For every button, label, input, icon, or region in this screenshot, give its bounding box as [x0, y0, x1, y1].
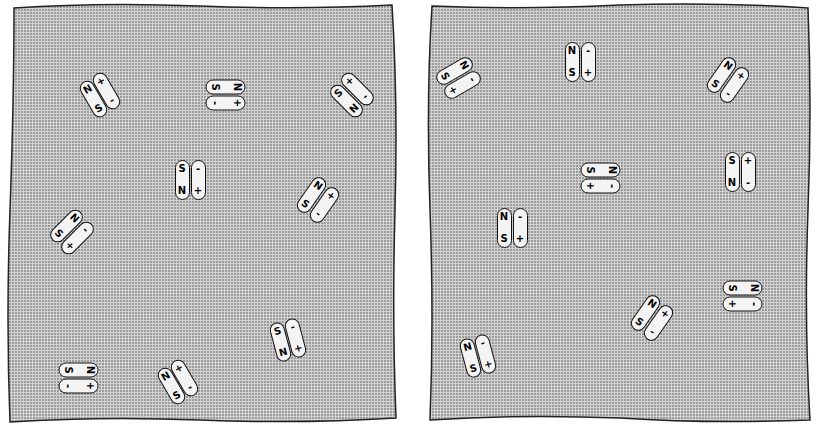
pole-symbol: -: [108, 94, 118, 106]
left-field: [8, 4, 396, 422]
pole-symbol: N: [178, 185, 186, 197]
pole-symbol: N: [83, 366, 95, 374]
pole-symbol: +: [744, 155, 752, 167]
pole-symbol: S: [500, 233, 507, 245]
pole-symbol: S: [583, 166, 595, 173]
dipole-pill: SN: [725, 152, 740, 192]
pole-symbol: N: [230, 83, 242, 91]
pole-symbol: S: [208, 83, 220, 90]
pole-symbol: S: [272, 325, 282, 338]
dipole-pill: NS: [497, 208, 512, 248]
dipole-pill: +-: [741, 152, 756, 192]
pole-symbol: +: [584, 67, 592, 79]
dipole-pill: -+: [581, 42, 596, 82]
pole-symbol: N: [81, 82, 94, 97]
dipole-pill: -+: [513, 208, 528, 248]
pole-symbol: +: [658, 306, 672, 321]
pole-symbol: -: [647, 325, 657, 337]
pole-symbol: S: [332, 86, 346, 100]
pole-symbol: N: [456, 59, 471, 72]
pole-symbol: -: [586, 45, 590, 57]
pole-symbol: +: [343, 74, 357, 88]
pole-symbol: S: [468, 362, 478, 375]
pole-symbol: S: [178, 163, 185, 175]
pole-symbol: S: [728, 155, 735, 167]
pole-symbol: N: [605, 166, 617, 174]
pole-symbol: N: [278, 346, 289, 360]
pole-symbol: N: [500, 211, 508, 223]
pole-symbol: -: [518, 211, 522, 223]
pole-symbol: +: [230, 99, 242, 107]
pole-symbol: -: [80, 224, 91, 235]
pole-symbol: S: [170, 389, 182, 403]
pole-symbol: N: [462, 341, 473, 355]
pole-symbol: N: [645, 297, 659, 312]
pole-symbol: +: [173, 361, 186, 376]
pole-symbol: -: [479, 337, 486, 350]
pole-symbol: S: [52, 227, 66, 241]
right-field: [428, 4, 810, 422]
pole-symbol: N: [67, 211, 81, 225]
pole-symbol: S: [437, 70, 451, 82]
pole-symbol: +: [445, 84, 460, 97]
dipole-pill: -+: [191, 160, 206, 200]
pole-symbol: S: [725, 284, 737, 291]
pole-symbol: -: [313, 207, 323, 219]
pole-symbol: +: [583, 182, 595, 190]
pole-symbol: +: [293, 342, 304, 356]
pole-symbol: +: [734, 68, 748, 83]
pole-symbol: +: [63, 238, 77, 252]
pole-symbol: N: [159, 369, 172, 384]
dipole-pill: NS: [565, 42, 580, 82]
pole-symbol: -: [61, 384, 73, 388]
pole-symbol: -: [208, 101, 220, 105]
pole-symbol: -: [747, 302, 759, 306]
dipole-pill: NS: [58, 363, 98, 378]
pole-symbol: S: [633, 315, 646, 329]
pole-symbol: -: [186, 381, 196, 393]
pole-symbol: +: [516, 233, 524, 245]
pole-symbol: S: [709, 77, 722, 91]
pole-symbol: +: [95, 74, 108, 89]
pole-symbol: N: [311, 179, 325, 194]
dipole-pill: -+: [580, 179, 620, 194]
pole-symbol: -: [465, 75, 477, 85]
pole-symbol: S: [92, 102, 104, 116]
dipole-pill: NS: [722, 281, 762, 296]
pole-symbol: +: [483, 358, 494, 372]
pole-symbol: S: [568, 67, 575, 79]
dipole-pill: NS: [580, 163, 620, 178]
pole-symbol: +: [83, 382, 95, 390]
pole-symbol: -: [723, 87, 733, 99]
dipole-pill: +-: [58, 379, 98, 394]
pole-symbol: +: [725, 300, 737, 308]
pole-symbol: +: [194, 185, 202, 197]
pole-symbol: N: [568, 45, 576, 57]
pole-symbol: N: [347, 101, 361, 115]
pole-symbol: -: [605, 184, 617, 188]
pole-symbol: -: [746, 177, 750, 189]
pole-symbol: +: [324, 188, 338, 203]
pole-symbol: -: [360, 91, 371, 102]
dipole-pill: -+: [722, 297, 762, 312]
pole-symbol: N: [721, 59, 735, 74]
dipole-pill: +-: [205, 96, 245, 111]
pole-symbol: S: [61, 366, 73, 373]
pole-symbol: -: [196, 163, 200, 175]
pole-symbol: N: [747, 284, 759, 292]
pole-symbol: S: [299, 197, 312, 211]
dipole-pill: NS: [205, 80, 245, 95]
pole-symbol: N: [728, 177, 736, 189]
pole-symbol: -: [289, 321, 296, 334]
dipole-pill: SN: [175, 160, 190, 200]
